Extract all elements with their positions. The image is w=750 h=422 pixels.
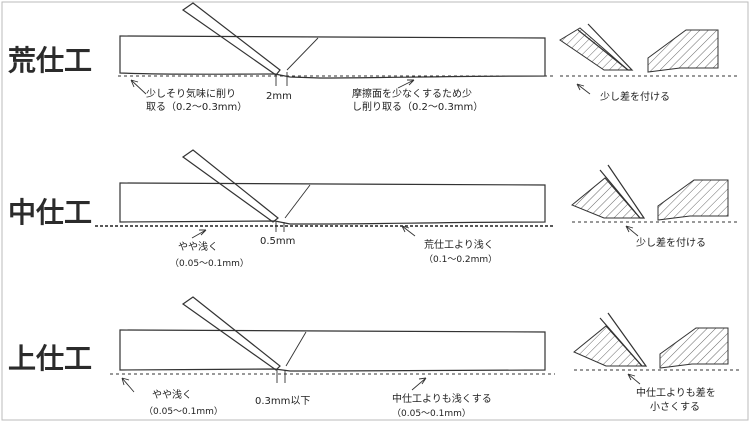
- note-right-1: 少し差を付ける: [600, 90, 670, 103]
- note-right-1: 少し差を付ける: [636, 236, 706, 249]
- note-left-1: やや浅く: [178, 240, 218, 253]
- note-left-1: やや浅く: [152, 388, 192, 401]
- note-left-2: （0.05〜0.1mm）: [170, 258, 249, 269]
- arrow-mid: [411, 377, 427, 391]
- detail-blade: [599, 312, 648, 367]
- gap-label: 2mm: [266, 91, 292, 102]
- note-mid-2: し削り取る（0.2〜0.3mm）: [352, 100, 483, 113]
- arrow-mid: [401, 225, 416, 237]
- plane-body: [119, 182, 546, 225]
- plane-blade: [181, 149, 279, 223]
- detail-view: 少し差を付ける: [559, 23, 740, 103]
- detail-blade: [577, 23, 634, 71]
- mouth-mark: [276, 370, 286, 383]
- throat-line: [286, 37, 319, 71]
- throat-line: [284, 184, 311, 219]
- arrow-mid: [397, 79, 415, 89]
- plane-blade: [181, 296, 281, 371]
- stage-title: 中仕工: [8, 196, 92, 229]
- note-left-2: （0.05〜0.1mm）: [144, 406, 223, 417]
- detail-arrow: [625, 225, 639, 237]
- note-right-2: 小さくする: [650, 401, 700, 413]
- detail-view: 少し差を付ける: [571, 164, 740, 249]
- note-mid-2: （0.1〜0.2mm）: [424, 254, 497, 265]
- plane-body: [119, 35, 546, 79]
- detail-arrow: [576, 83, 591, 95]
- note-mid-1: 摩擦面を少なくするため少: [352, 87, 472, 100]
- throat-line: [285, 331, 307, 367]
- arrow-left: [130, 79, 147, 95]
- note-mid-1: 中仕工よりも浅くする: [392, 392, 492, 405]
- detail-hatch-right: [659, 327, 729, 369]
- plane-body: [119, 329, 546, 372]
- detail-hatch-right: [647, 29, 719, 73]
- detail-view: 中仕工よりも差を 小さくする: [573, 312, 740, 413]
- note-mid-2: （0.05〜0.1mm）: [392, 408, 471, 419]
- gap-label: 0.5mm: [260, 236, 295, 247]
- arrow-left: [121, 377, 135, 393]
- stage-title: 上仕工: [8, 342, 92, 375]
- stage-rough: 荒仕工 少しそり気味に削り 取る（0.2〜0.3mm） 2mm 摩擦面を少なくす…: [8, 2, 740, 113]
- detail-hatch-right: [657, 179, 729, 221]
- mouth-mark: [275, 72, 288, 86]
- stage-finish: 上仕工 やや浅く （0.05〜0.1mm） 0.3mm以下 中仕工よりも浅くする…: [8, 296, 740, 419]
- mouth-mark: [275, 222, 285, 232]
- note-mid-1: 荒仕工より浅く: [424, 238, 494, 251]
- detail-blade: [599, 164, 646, 219]
- arrow-left: [191, 229, 207, 239]
- note-right-1: 中仕工よりも差を: [636, 386, 716, 399]
- gap-label: 0.3mm以下: [255, 396, 310, 407]
- stage-middle: 中仕工 やや浅く （0.05〜0.1mm） 0.5mm 荒仕工より浅く （0.1…: [8, 149, 740, 269]
- plane-blade: [181, 2, 281, 76]
- note-left-1: 少しそり気味に削り: [146, 87, 236, 100]
- note-left-2: 取る（0.2〜0.3mm）: [146, 101, 247, 113]
- detail-hatch-left: [559, 27, 630, 71]
- detail-arrow: [627, 373, 641, 385]
- stage-title: 荒仕工: [8, 44, 92, 77]
